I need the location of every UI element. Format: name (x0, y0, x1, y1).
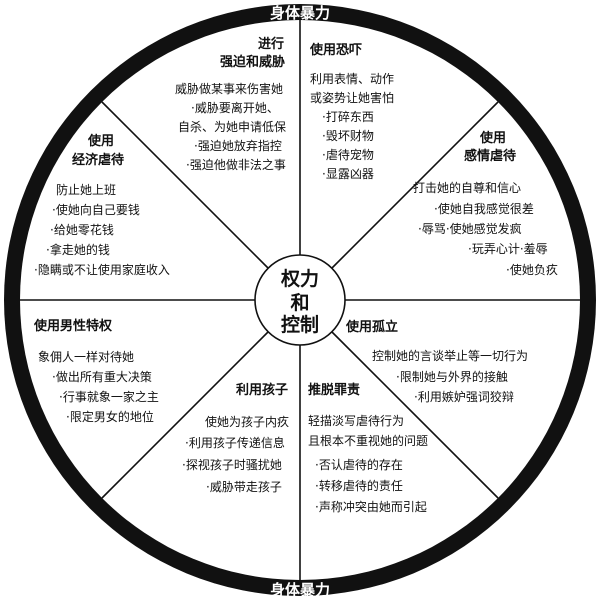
center-text-line3: 控制 (280, 314, 319, 336)
coercion-item-4: ·强迫她放弃指控 (194, 139, 282, 153)
blaming-item-3: ·否认虐待的存在 (315, 458, 403, 472)
privilege-item-3: ·行事就象一家之主 (59, 390, 159, 404)
intimidation-item-5: ·虐待宠物 (322, 148, 374, 162)
center-text-line2: 和 (290, 292, 310, 314)
children-title: 利用孩子 (236, 383, 289, 398)
center-text-line1: 权力 (280, 268, 319, 290)
spoke-top-right (331, 101, 499, 269)
blaming-item-5: ·声称冲突由她而引起 (315, 500, 427, 514)
spoke-top-left (101, 101, 269, 269)
intimidation-item-4: ·毁坏财物 (322, 129, 374, 143)
children-item-2: ·利用孩子传递信息 (185, 436, 285, 450)
children-item-4: ·威胁带走孩子 (206, 480, 282, 494)
center-hub (254, 254, 346, 346)
economic-item-1: 防止她上班 (56, 183, 117, 197)
emotional-item-2: ·使她自我感觉很差 (434, 202, 534, 216)
coercion-item-2: ·威胁要离开她、 (191, 101, 279, 115)
intimidation-item-3: ·打碎东西 (322, 110, 374, 124)
band-label-top: 身体暴力 (269, 4, 330, 22)
intimidation-item-1: 利用表情、动作 (310, 72, 395, 86)
blaming-title: 推脱罪责 (308, 383, 361, 398)
privilege-item-2: ·做出所有重大决策 (52, 370, 152, 384)
coercion-title-line1: 进行 (258, 37, 285, 52)
band-label-bottom: 身体暴力 (269, 581, 330, 599)
spoke-bottom-right (331, 331, 499, 499)
blaming-item-1: 轻描淡写虐待行为 (308, 414, 405, 428)
isolation-title: 使用孤立 (346, 320, 399, 335)
blaming-item-2: 且根本不重视她的问题 (308, 434, 429, 448)
intimidation-item-2: 或姿势让她害怕 (310, 91, 395, 105)
emotional-item-4: ·玩弄心计·羞辱 (468, 242, 548, 256)
coercion-item-5: ·强迫他做非法之事 (186, 158, 286, 172)
coercion-item-3: 自杀、为她申请低保 (178, 120, 287, 134)
isolation-item-2: ·限制她与外界的接触 (396, 370, 508, 384)
privilege-title: 使用男性特权 (34, 319, 113, 334)
economic-item-2: ·使她向自己要钱 (52, 203, 140, 217)
emotional-title-line1: 使用 (480, 131, 507, 146)
emotional-item-5: ·使她负疚 (506, 263, 558, 277)
emotional-item-1: 打击她的自尊和信心 (413, 181, 522, 195)
children-item-1: 使她为孩子内疚 (205, 415, 290, 429)
privilege-item-1: 象佣人一样对待她 (38, 350, 135, 364)
spoke-bottom-left (101, 331, 269, 499)
intimidation-item-6: ·显露凶器 (322, 167, 374, 181)
emotional-title-line2: 感情虐待 (464, 149, 517, 164)
emotional-item-3: ·辱骂·使她感觉发疯 (418, 222, 522, 236)
coercion-title-line2: 强迫和威胁 (220, 55, 286, 70)
economic-title-line1: 使用 (88, 134, 115, 149)
isolation-item-3: ·利用嫉妒强词狡辩 (414, 390, 514, 404)
economic-title-line2: 经济虐待 (72, 153, 125, 168)
privilege-item-4: ·限定男女的地位 (66, 410, 154, 424)
economic-item-3: ·给她零花钱 (50, 223, 114, 237)
children-item-3: ·探视孩子时骚扰她 (182, 458, 282, 472)
blaming-item-4: ·转移虐待的责任 (315, 479, 403, 493)
economic-item-4: ·拿走她的钱 (46, 243, 110, 257)
economic-item-5: ·隐瞒或不让使用家庭收入 (34, 263, 170, 277)
intimidation-title: 使用恐吓 (310, 43, 363, 58)
coercion-item-1: 威胁做某事来伤害她 (175, 82, 284, 96)
isolation-item-1: 控制她的言谈举止等一切行为 (372, 349, 529, 363)
